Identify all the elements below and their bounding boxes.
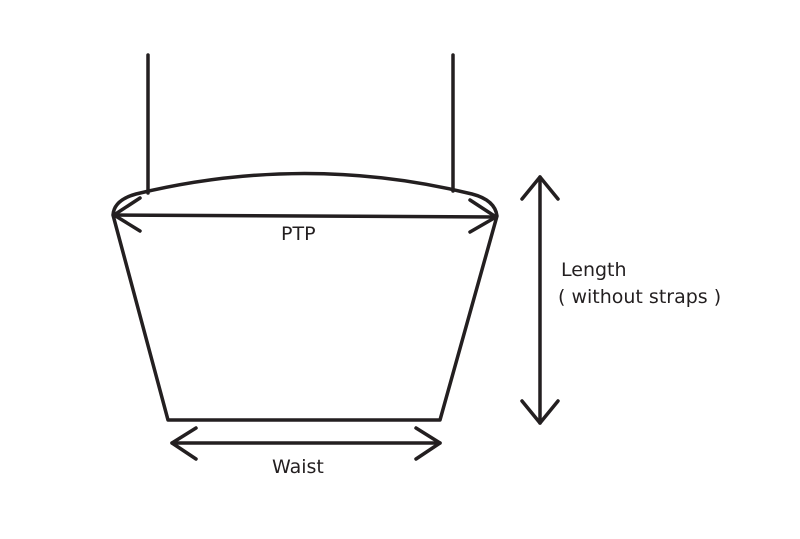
length-label: Length (561, 259, 627, 281)
ptp-arrow (112, 196, 498, 234)
length-arrow (520, 175, 560, 425)
waist-label: Waist (272, 456, 324, 478)
ptp-label: PTP (281, 223, 316, 245)
length-note-label: ( without straps ) (558, 286, 722, 308)
garment-outline (111, 171, 499, 422)
waist-arrow (170, 426, 442, 461)
